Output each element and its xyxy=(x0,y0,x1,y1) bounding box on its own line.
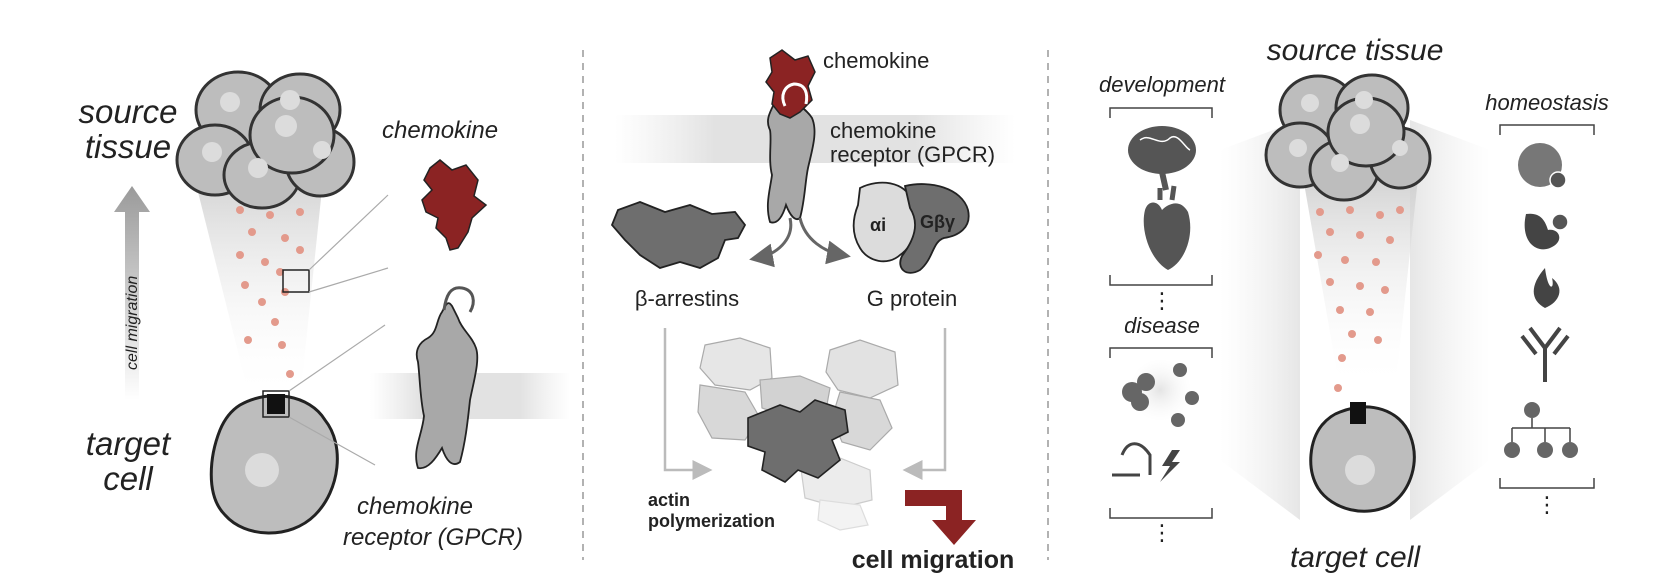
alpha-i-label: αi xyxy=(870,215,886,235)
heart-icon xyxy=(1157,185,1177,201)
chemokine-gradient-cone xyxy=(190,160,325,400)
arrow-to-arrestin xyxy=(749,217,793,268)
target-cell-label-1: target xyxy=(86,425,172,462)
receptor-shape-middle xyxy=(767,94,816,224)
brain-icon xyxy=(1139,135,1191,151)
close-icon xyxy=(1549,171,1567,189)
cell-migration-label-middle: cell migration xyxy=(852,546,1015,574)
zoom-box-receptor xyxy=(262,390,290,418)
source-tissue-label-2: tissue xyxy=(85,128,171,165)
receptor-n-terminus xyxy=(442,286,475,313)
lightning-icon xyxy=(1160,450,1180,482)
left-panel: cell migration source tissue target cell… xyxy=(78,70,570,551)
close-icon xyxy=(1551,213,1569,231)
target-cell-nucleus-right xyxy=(1345,455,1375,485)
receptor-shape-left xyxy=(415,302,479,470)
disease-label: disease xyxy=(1124,313,1200,338)
antibody-icon xyxy=(1520,326,1570,382)
g-protein-label: G protein xyxy=(867,286,958,311)
g-protein-to-actin-line xyxy=(902,328,947,480)
pain-icon xyxy=(1120,442,1152,475)
beta-arrestin-shape xyxy=(610,201,747,269)
receptor-marker xyxy=(267,394,285,414)
hematopoiesis-icon xyxy=(1524,402,1540,418)
hematopoiesis-icon xyxy=(1511,418,1571,442)
homeostasis-bracket-bottom xyxy=(1499,478,1595,489)
receptor-label-left-1: chemokine xyxy=(357,493,473,520)
target-cell-nucleus xyxy=(245,453,279,487)
hematopoiesis-icon xyxy=(1504,442,1578,458)
brain-icon xyxy=(1128,126,1196,174)
source-tissue-cluster xyxy=(175,70,356,210)
source-tissue-label-right: source tissue xyxy=(1267,34,1444,67)
chemokine-label-left: chemokine xyxy=(382,117,498,144)
membrane-band-middle xyxy=(615,115,1015,163)
chemokine-gradient-cone-right xyxy=(1300,160,1420,390)
g-beta-gamma-label: Gβγ xyxy=(920,212,955,232)
chemokine-label-middle: chemokine xyxy=(823,48,929,73)
metastasis-icon xyxy=(1122,363,1199,427)
homeostasis-ellipsis: ⋮ xyxy=(1536,492,1558,517)
arrow-to-g-protein xyxy=(798,217,851,265)
heart-icon xyxy=(1143,202,1191,270)
chemokine-blob-left xyxy=(421,159,488,251)
source-tissue-label-1: source xyxy=(78,93,177,130)
target-cell-label-right: target cell xyxy=(1290,541,1421,574)
target-cell-label-2: cell xyxy=(103,460,154,497)
zoom-line xyxy=(288,416,376,466)
zoom-line xyxy=(288,324,386,392)
actin-polymerization-network xyxy=(697,337,899,531)
actin-label-1: actin xyxy=(648,490,690,510)
organ-icon xyxy=(1524,213,1560,250)
actin-label-2: polymerization xyxy=(648,511,775,531)
disease-bracket-bottom xyxy=(1109,508,1213,519)
homeostasis-bracket-top xyxy=(1499,124,1595,135)
cell-migration-label: cell migration xyxy=(124,276,141,370)
homeostasis-label: homeostasis xyxy=(1485,90,1609,115)
chemokine-dots-right xyxy=(1314,206,1404,392)
side-wedge-right xyxy=(1410,120,1490,520)
arrestin-to-actin-line xyxy=(663,328,713,480)
source-tissue-nuclei-right xyxy=(1289,91,1408,172)
actin-central-complex xyxy=(747,399,849,483)
receptor-label-left-2: receptor (GPCR) xyxy=(343,524,523,551)
zoom-box-chemokine xyxy=(282,269,310,293)
chemokine-dots-left xyxy=(236,206,304,378)
development-bracket-top xyxy=(1109,107,1213,118)
side-wedge-left xyxy=(1220,120,1300,520)
cell-migration-arrow xyxy=(114,186,150,400)
chemokine-binding-loop xyxy=(781,82,809,107)
flame-icon xyxy=(1533,268,1560,308)
source-tissue-nuclei xyxy=(202,90,331,178)
right-panel: source tissue target cell xyxy=(1099,34,1609,574)
zoom-line xyxy=(308,194,389,271)
development-ellipsis: ⋮ xyxy=(1151,288,1173,313)
receptor-marker-right xyxy=(1350,402,1366,424)
development-bracket-bottom xyxy=(1109,275,1213,286)
middle-panel: chemokine chemokine receptor (GPCR) αi G… xyxy=(610,48,1015,574)
beta-arrestins-label: β-arrestins xyxy=(635,286,739,311)
g-beta-gamma-subunit xyxy=(899,183,970,274)
brain-icon xyxy=(1159,171,1169,191)
source-tissue-cluster-right xyxy=(1264,73,1432,202)
receptor-label-middle-2: receptor (GPCR) xyxy=(830,142,995,167)
disease-ellipsis: ⋮ xyxy=(1151,520,1173,545)
receptor-label-middle-1: chemokine xyxy=(830,118,936,143)
development-label: development xyxy=(1099,72,1226,97)
g-alpha-subunit xyxy=(852,181,918,263)
cell-migration-arrow-red xyxy=(905,490,976,545)
disease-bracket-top xyxy=(1109,347,1213,358)
zoom-line xyxy=(308,267,389,293)
